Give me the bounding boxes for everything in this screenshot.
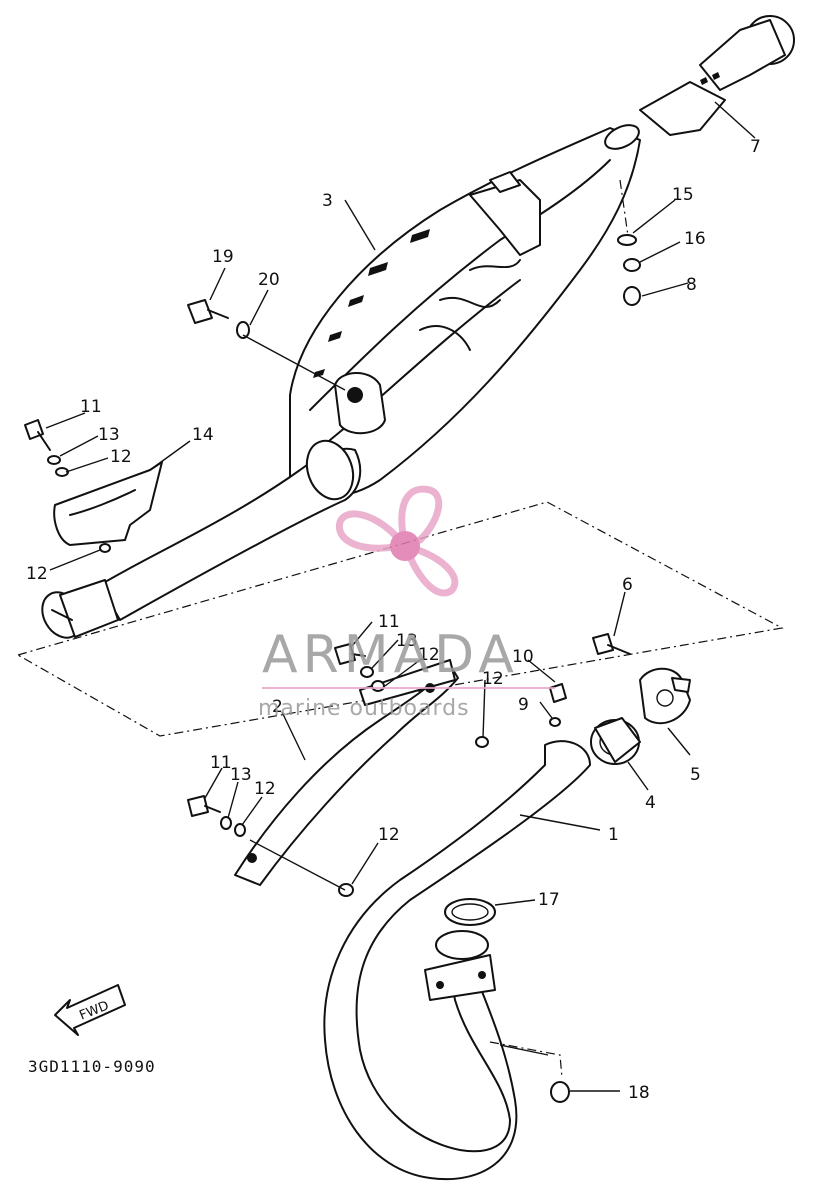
callout-12-f: 12 [378, 825, 400, 845]
bracket [234, 664, 459, 886]
callout-14: 14 [192, 425, 214, 445]
heat-guard-edge [69, 489, 136, 516]
callout-13-a: 13 [98, 425, 120, 445]
exhaust-pipe [323, 740, 591, 1181]
clamp [639, 667, 691, 725]
muffler [289, 124, 641, 498]
callout-9: 9 [518, 695, 529, 715]
callout-12-e: 12 [254, 779, 276, 799]
callouts: 1 2 3 4 5 6 7 8 9 10 11 11 11 12 12 12 1… [26, 137, 761, 1103]
watermark: ARMADA marine outboards [258, 485, 555, 721]
callout-3: 3 [322, 191, 333, 211]
callout-17: 17 [538, 890, 560, 910]
callout-13-b: 13 [396, 631, 418, 651]
exhaust-flange [424, 930, 496, 1001]
callout-12-d: 12 [482, 669, 504, 689]
fwd-arrow-icon: FWD [54, 984, 126, 1036]
propeller-logo-icon [335, 485, 459, 597]
leader-lines [45, 101, 756, 1092]
callout-15: 15 [672, 185, 694, 205]
inlet-connector [639, 15, 795, 136]
heat-guard [53, 461, 163, 546]
callout-10: 10 [512, 647, 534, 667]
diagram-code: 3GD1110-9090 [28, 1057, 156, 1076]
callout-4: 4 [645, 793, 656, 813]
watermark-tagline: marine outboards [258, 696, 470, 721]
callout-7: 7 [750, 137, 761, 157]
ref-line-18 [489, 1041, 563, 1079]
callout-8: 8 [686, 275, 697, 295]
callout-1: 1 [608, 825, 619, 845]
callout-18: 18 [628, 1083, 650, 1103]
callout-13-c: 13 [230, 765, 252, 785]
callout-11-b: 11 [378, 612, 400, 632]
callout-19: 19 [212, 247, 234, 267]
callout-12-a: 12 [110, 447, 132, 467]
callout-5: 5 [690, 765, 701, 785]
muffler-inlet-pipe [41, 439, 362, 639]
watermark-brand: ARMADA [262, 625, 519, 685]
callout-11-a: 11 [80, 397, 102, 417]
callout-20: 20 [258, 270, 280, 290]
callout-16: 16 [684, 229, 706, 249]
callout-11-c: 11 [210, 753, 232, 773]
callout-6: 6 [622, 575, 633, 595]
pipe-joint [590, 717, 641, 765]
assembly-frame [16, 501, 784, 737]
callout-12-b: 12 [26, 564, 48, 584]
callout-12-c: 12 [418, 645, 440, 665]
callout-2: 2 [272, 697, 283, 717]
